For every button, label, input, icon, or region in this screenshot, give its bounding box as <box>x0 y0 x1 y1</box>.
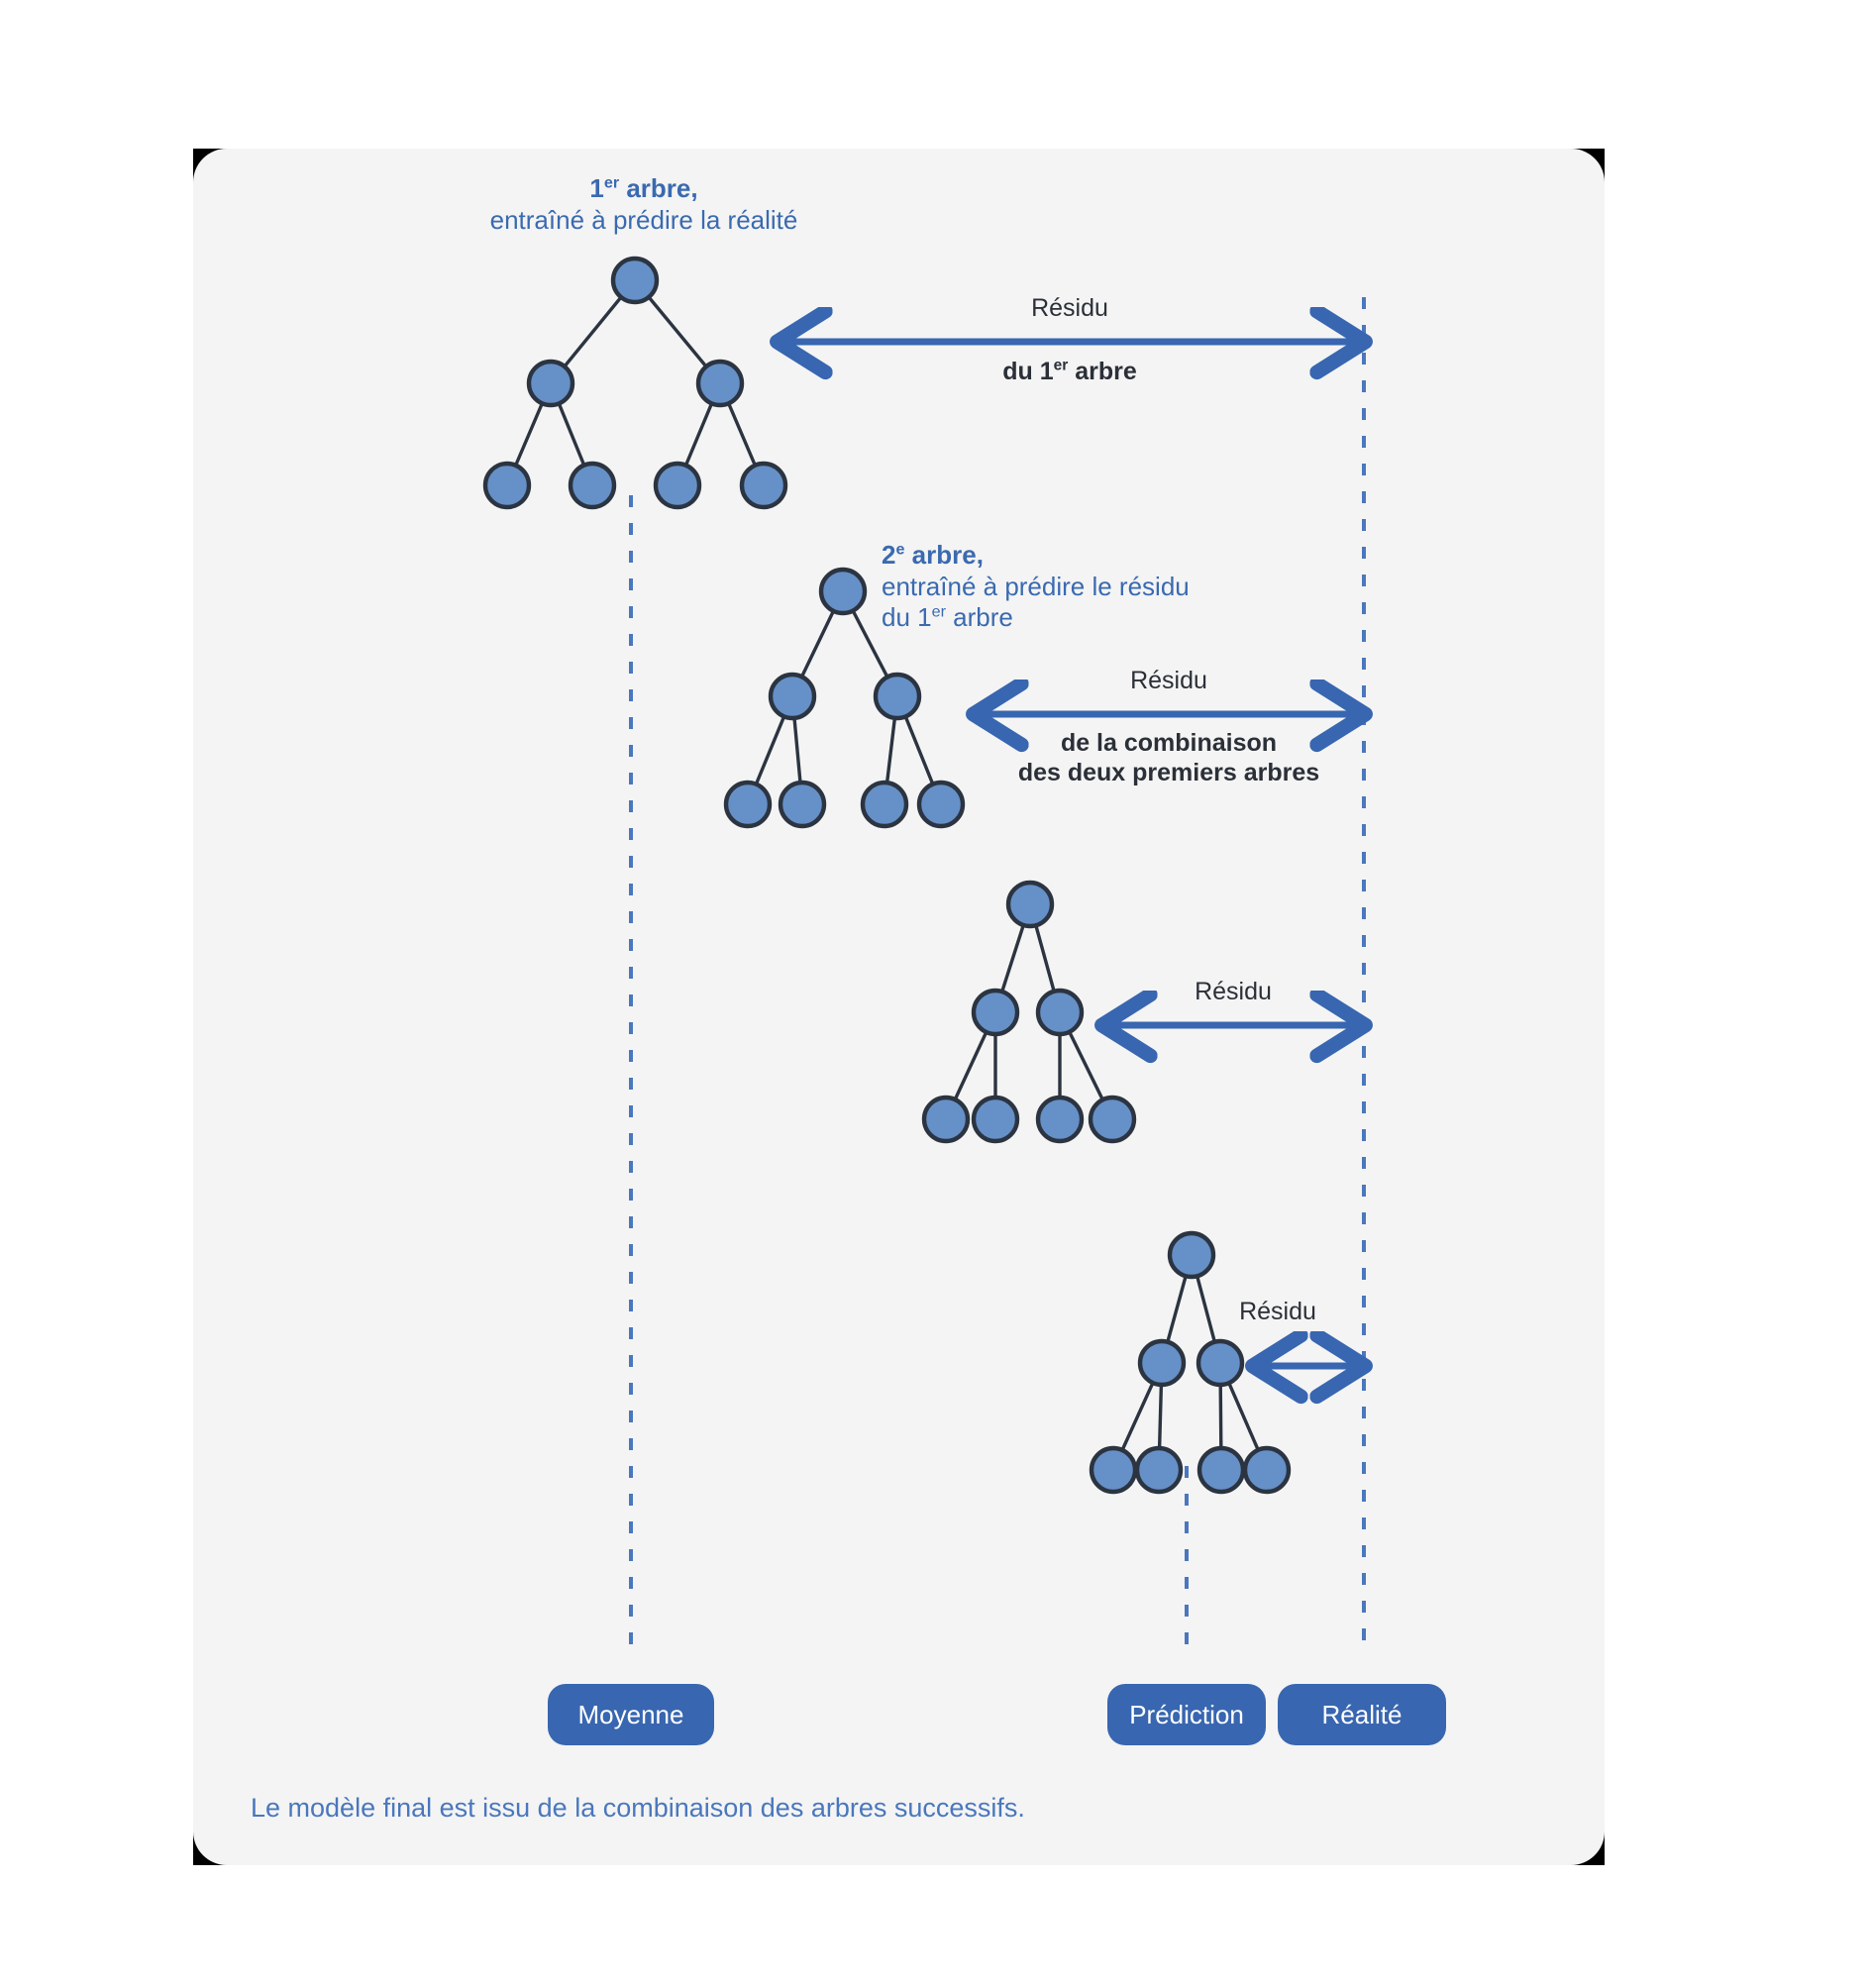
pill-prediction[interactable]: Prédiction <box>1107 1684 1266 1745</box>
tree-2-title-line3: du 1er arbre <box>882 602 1013 633</box>
tree-2-nodes <box>723 567 966 829</box>
pill-realite[interactable]: Réalité <box>1278 1684 1446 1745</box>
residual-2-bottom-label: de la combinaison des deux premiers arbr… <box>990 728 1347 787</box>
residual-2-bottom-line2: des deux premiers arbres <box>1017 759 1320 786</box>
diagram-caption: Le modèle final est issu de la combinais… <box>251 1793 1025 1823</box>
tree-3 <box>921 880 1137 1144</box>
tree-2-title: 2e arbre, entraîné à prédire le résidu d… <box>882 540 1190 634</box>
tree-1-nodes <box>482 256 788 510</box>
pill-moyenne-label: Moyenne <box>577 1699 684 1729</box>
tree-3-edges <box>944 903 1114 1120</box>
tree-2-title-line2: entraîné à prédire le résidu <box>882 571 1190 601</box>
residual-arrows <box>782 342 1360 1366</box>
residual-3-top-label: Résidu <box>1195 978 1272 1005</box>
tree-4-nodes <box>1089 1230 1292 1495</box>
tree-2 <box>723 567 966 829</box>
tree-2-title-line1: 2e arbre, <box>882 540 984 570</box>
tree-4 <box>1089 1230 1292 1495</box>
tree-1-title-line1: 1er arbre, <box>589 173 698 203</box>
pill-realite-label: Réalité <box>1321 1699 1403 1729</box>
residual-2-top-label: Résidu <box>1130 667 1207 694</box>
tree-3-nodes <box>921 880 1137 1144</box>
tree-1-title-line2: entraîné à prédire la réalité <box>489 204 798 235</box>
residual-2-bottom-line1: de la combinaison <box>1060 729 1278 757</box>
tree-1-title: 1er arbre, entraîné à prédire la réalité <box>456 173 832 236</box>
pill-moyenne[interactable]: Moyenne <box>548 1684 714 1745</box>
residual-1-top-label: Résidu <box>1031 294 1108 322</box>
tree-1 <box>482 256 788 510</box>
dashed-reference-lines <box>629 297 1366 1656</box>
residual-1-bottom-label: du 1er arbre <box>1002 357 1137 385</box>
pill-prediction-label: Prédiction <box>1129 1699 1244 1729</box>
residual-4-top-label: Résidu <box>1239 1298 1316 1325</box>
